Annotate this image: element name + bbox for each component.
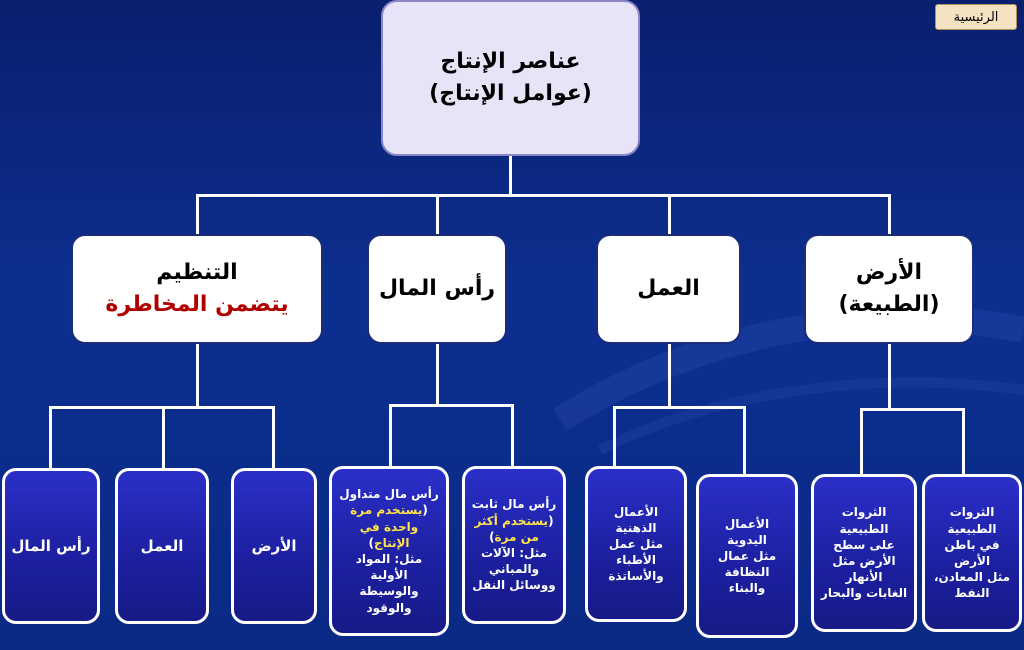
- connector-capital-down: [436, 344, 439, 406]
- connector-org-child-1: [49, 406, 52, 468]
- fixed-note-text: يستخدم أكثر من مرة: [474, 513, 549, 544]
- fixed-line-2: والمباني: [488, 562, 540, 577]
- circulating-line-3: والوقود: [366, 600, 412, 615]
- circulating-line-2: والوسيطة: [359, 584, 419, 599]
- organization-subtitle: يتضمن المخاطرة: [105, 292, 289, 317]
- circulating-title: رأس مال متداول: [339, 487, 439, 502]
- land-title: الأرض: [855, 260, 923, 286]
- manual-line-1: الأعمال اليدوية: [724, 516, 770, 547]
- org-child-capital: رأس المال: [2, 468, 100, 624]
- node-land: الأرض (الطبيعة): [804, 234, 974, 344]
- connector-labor-down: [668, 344, 671, 408]
- connector-org-child-3: [272, 406, 275, 468]
- underground-line-3: الأرض: [953, 554, 991, 568]
- circulating-note-text: يستخدم مرة واحدة في الإنتاج: [350, 503, 423, 550]
- connector-labor-child-1: [613, 406, 616, 468]
- labor-child-mental: الأعمال الذهنية مثل عمل الأطباء والأساتذ…: [585, 466, 687, 622]
- connector-level1-bus: [196, 194, 891, 197]
- capital-title: رأس المال: [378, 276, 496, 302]
- mental-line-3: الأطباء: [616, 553, 656, 568]
- circulating-line-1: مثل: المواد الأولية: [355, 552, 423, 583]
- fixed-title: رأس مال ثابت: [471, 497, 557, 512]
- connector-to-organization: [196, 194, 199, 236]
- fixed-note-open: (: [548, 513, 554, 528]
- surface-line-2: على سطح: [833, 537, 895, 552]
- labor-title: العمل: [637, 276, 700, 302]
- land-subtitle: (الطبيعة): [838, 292, 940, 317]
- surface-line-5: الغابات والبحار: [820, 586, 908, 601]
- organization-title: التنظيم: [156, 260, 238, 286]
- fixed-line-3: ووسائل النقل: [472, 578, 556, 593]
- connector-capital-child-1: [389, 404, 392, 468]
- manual-line-2: مثل عمال: [717, 548, 777, 563]
- connector-land-child-2: [962, 408, 965, 476]
- org-child-land-label: الأرض: [251, 536, 297, 555]
- connector-labor-bus: [613, 406, 746, 409]
- connector-capital-child-2: [511, 404, 514, 468]
- fixed-note-close: ): [489, 529, 495, 544]
- circulating-note-close: ): [368, 535, 374, 550]
- org-child-labor-label: العمل: [140, 536, 184, 555]
- connector-organization-down: [196, 344, 199, 408]
- underground-line-2: في باطن: [944, 537, 1000, 552]
- mental-line-4: والأساتذة: [608, 569, 664, 584]
- connector-to-capital: [436, 194, 439, 236]
- mental-line-1: الأعمال الذهنية: [613, 504, 659, 535]
- circulating-note-open: (: [422, 503, 428, 518]
- connector-to-land: [888, 194, 891, 236]
- underground-line-5: النفط: [954, 586, 990, 601]
- surface-line-1: الثروات الطبيعية: [839, 505, 889, 536]
- connector-org-child-2: [162, 406, 165, 468]
- circulating-note: (يستخدم مرة واحدة في الإنتاج): [338, 502, 440, 551]
- mental-line-2: مثل عمل: [608, 536, 664, 551]
- land-child-surface: الثروات الطبيعية على سطح الأرض مثل الأنه…: [811, 474, 917, 632]
- connector-land-bus: [860, 408, 965, 411]
- land-child-underground: الثروات الطبيعية في باطن الأرض مثل المعا…: [922, 474, 1022, 632]
- org-child-land: الأرض: [231, 468, 317, 624]
- surface-line-3: الأرض مثل: [832, 554, 896, 568]
- capital-child-fixed: رأس مال ثابت (يستخدم أكثر من مرة) مثل: ا…: [462, 466, 566, 624]
- node-capital: رأس المال: [367, 234, 507, 344]
- root-subtitle: (عوامل الإنتاج): [429, 81, 592, 106]
- underground-line-4: مثل المعادن،: [933, 570, 1011, 585]
- org-child-capital-label: رأس المال: [11, 536, 91, 555]
- manual-line-4: والبناء: [728, 581, 766, 596]
- connector-land-child-1: [860, 408, 863, 476]
- manual-line-3: النظافة: [724, 565, 770, 580]
- node-organization: التنظيم يتضمن المخاطرة: [71, 234, 323, 344]
- capital-child-circulating: رأس مال متداول (يستخدم مرة واحدة في الإن…: [329, 466, 449, 636]
- labor-child-manual: الأعمال اليدوية مثل عمال النظافة والبناء: [696, 474, 798, 638]
- root-title: عناصر الإنتاج: [440, 49, 581, 75]
- connector-labor-child-2: [743, 406, 746, 474]
- root-node: عناصر الإنتاج (عوامل الإنتاج): [381, 0, 640, 156]
- connector-capital-bus: [389, 404, 514, 407]
- underground-line-1: الثروات الطبيعية: [947, 505, 997, 536]
- org-child-labor: العمل: [115, 468, 209, 624]
- surface-line-4: الأنهار: [845, 570, 883, 585]
- home-button[interactable]: الرئيسية: [935, 4, 1017, 30]
- connector-land-down: [888, 344, 891, 410]
- fixed-line-1: مثل: الآلات: [480, 546, 548, 560]
- connector-root-down: [509, 156, 512, 196]
- connector-to-labor: [668, 194, 671, 236]
- node-labor: العمل: [596, 234, 741, 344]
- fixed-note: (يستخدم أكثر من مرة): [471, 513, 557, 545]
